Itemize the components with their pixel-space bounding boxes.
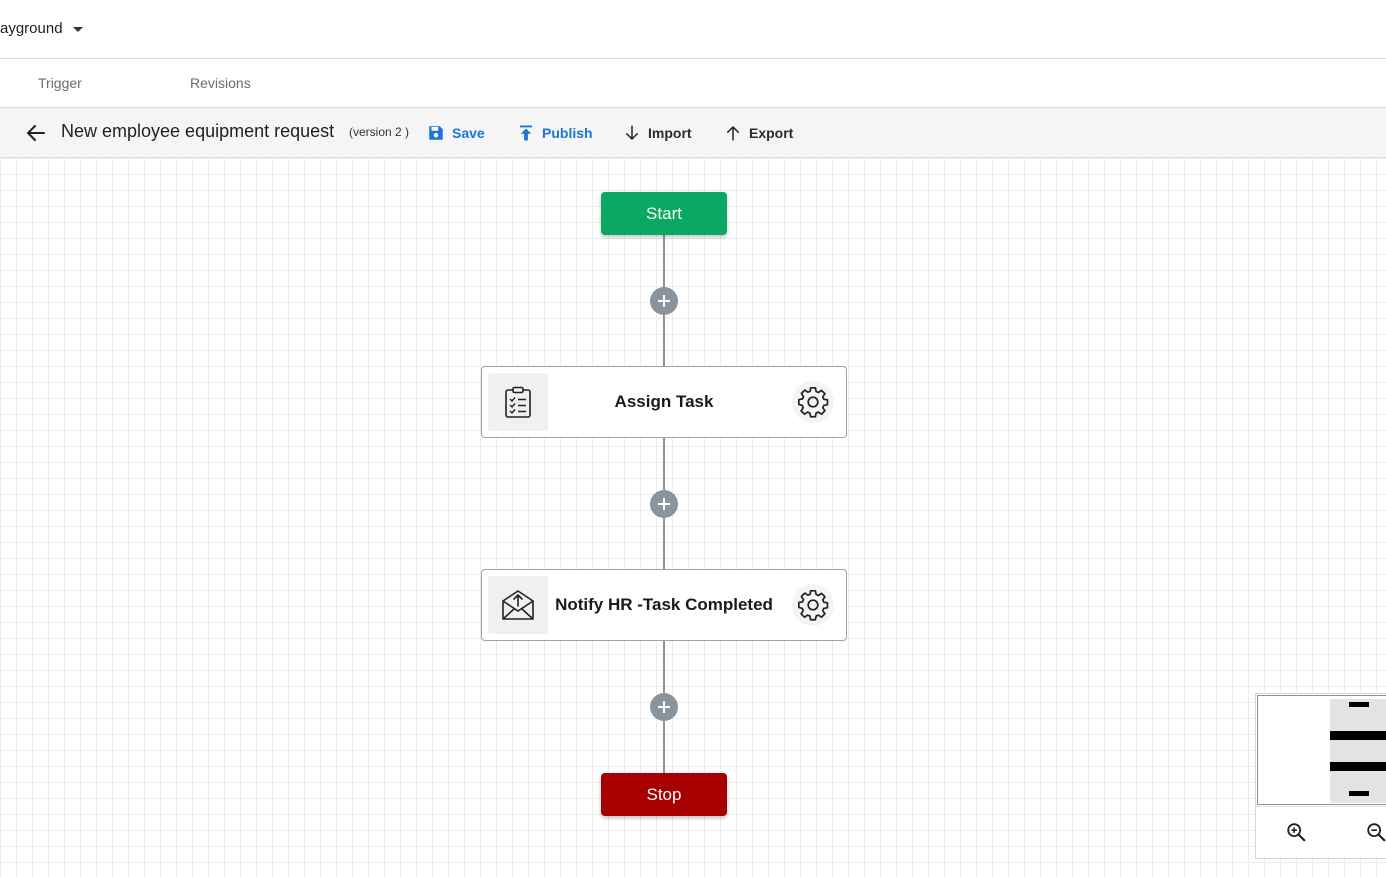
export-label: Export <box>749 125 794 141</box>
import-button[interactable]: Import <box>623 122 692 144</box>
workspace-name: ayground <box>0 19 63 37</box>
add-step-button[interactable] <box>650 287 678 315</box>
tab-bar: Trigger Revisions <box>0 59 1386 108</box>
minimap-start-marker <box>1349 702 1369 707</box>
add-step-button[interactable] <box>650 693 678 721</box>
top-bar: ayground <box>0 0 1386 59</box>
publish-label: Publish <box>542 125 593 141</box>
stop-node[interactable]: Stop <box>601 773 727 816</box>
start-node[interactable]: Start <box>601 192 727 235</box>
minimap-stop-marker <box>1349 791 1369 796</box>
node-label: Notify HR -Task Completed <box>555 595 773 614</box>
flow-node-assign-task[interactable]: Assign Task <box>481 366 847 438</box>
workspace-selector[interactable]: ayground <box>0 17 83 39</box>
zoom-out-icon[interactable] <box>1365 821 1386 843</box>
import-label: Import <box>648 125 692 141</box>
flow-canvas[interactable]: Start Assign Task No <box>0 158 1386 877</box>
save-label: Save <box>452 125 485 141</box>
flow-node-notify-hr[interactable]: Notify HR -Task Completed <box>481 569 847 641</box>
arrow-up-icon <box>727 126 739 141</box>
minimap-visible-area <box>1330 699 1386 803</box>
envelope-upload-icon <box>488 576 548 634</box>
gear-icon[interactable] <box>792 584 834 626</box>
tab-trigger[interactable]: Trigger <box>38 75 82 91</box>
save-button[interactable]: Save <box>427 122 485 144</box>
arrow-down-icon <box>626 125 638 140</box>
export-button[interactable]: Export <box>724 122 793 144</box>
minimap-viewport[interactable] <box>1257 695 1386 805</box>
floppy-disk-icon <box>429 126 443 140</box>
zoom-in-icon[interactable] <box>1285 821 1307 843</box>
flow-toolbar: New employee equipment request (version … <box>0 108 1386 158</box>
zoom-controls <box>1256 806 1386 859</box>
publish-button[interactable]: Publish <box>517 122 593 144</box>
minimap[interactable] <box>1255 693 1386 859</box>
caret-down-icon <box>72 26 83 32</box>
publish-upload-icon <box>520 125 532 141</box>
gear-icon[interactable] <box>792 381 834 423</box>
clipboard-checklist-icon <box>488 373 548 431</box>
minimap-node-marker <box>1330 762 1386 771</box>
node-label: Assign Task <box>614 392 714 411</box>
tab-revisions[interactable]: Revisions <box>190 75 251 91</box>
back-arrow-icon[interactable] <box>24 121 48 145</box>
minimap-node-marker <box>1330 731 1386 740</box>
flow-title: New employee equipment request <box>61 121 335 141</box>
add-step-button[interactable] <box>650 490 678 518</box>
version-label: (version 2 ) <box>349 125 410 139</box>
